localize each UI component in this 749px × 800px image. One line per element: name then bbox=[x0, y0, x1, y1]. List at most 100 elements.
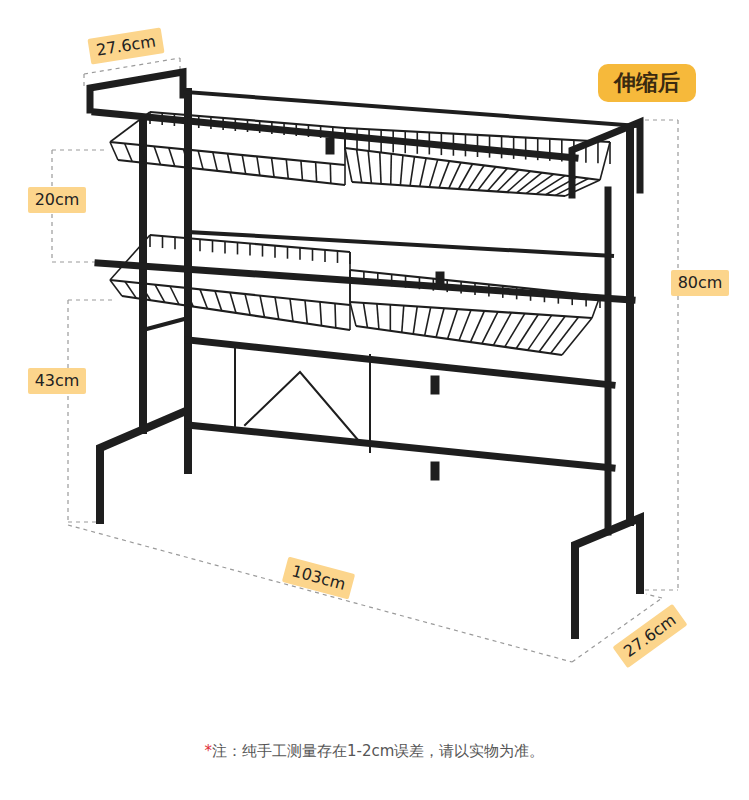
basket-wire bbox=[488, 168, 508, 191]
basket-wire bbox=[213, 152, 218, 171]
basket-wire bbox=[482, 312, 498, 344]
basket-wire bbox=[357, 149, 362, 182]
basket-wire bbox=[260, 296, 265, 318]
basket-wire bbox=[301, 161, 303, 181]
basket-wire bbox=[413, 306, 417, 334]
basket-wire bbox=[585, 141, 587, 163]
basket-wire bbox=[169, 148, 175, 167]
basket-wire bbox=[477, 135, 479, 157]
basket-wire bbox=[344, 128, 346, 150]
basket-wire bbox=[497, 170, 519, 192]
basket-wire bbox=[356, 129, 358, 151]
basket-wire bbox=[526, 174, 553, 193]
basket-wire bbox=[516, 314, 538, 348]
basket-wire bbox=[330, 164, 332, 184]
basket-wire bbox=[210, 117, 212, 129]
basket-wire bbox=[235, 119, 237, 131]
basket-wire bbox=[287, 247, 289, 259]
basket-wire bbox=[453, 134, 455, 156]
basket-wire bbox=[505, 314, 525, 347]
basket-wire bbox=[377, 304, 379, 329]
basket-wire bbox=[402, 306, 404, 333]
basket-wire bbox=[449, 163, 461, 189]
basket-wire bbox=[245, 294, 250, 315]
basket-wire bbox=[174, 114, 176, 126]
basket-wire bbox=[516, 287, 518, 299]
basket-wire bbox=[149, 112, 151, 124]
basket-wire bbox=[528, 315, 552, 350]
basket-wire bbox=[530, 289, 532, 301]
basket-wire bbox=[324, 250, 326, 262]
basket-wire bbox=[230, 293, 236, 314]
basket-wire bbox=[429, 132, 431, 154]
basket-wire bbox=[198, 151, 203, 170]
basket-wire bbox=[224, 241, 226, 253]
basket-wire bbox=[320, 126, 322, 138]
basket-wire bbox=[391, 274, 393, 286]
basket-wire bbox=[262, 245, 264, 257]
basket-wire bbox=[125, 143, 133, 161]
basket-wire bbox=[507, 171, 531, 192]
basket-wire bbox=[459, 310, 471, 341]
basket-wire bbox=[420, 158, 426, 186]
basket-wire bbox=[110, 235, 150, 280]
basket-wire bbox=[155, 285, 165, 303]
basket-wire bbox=[489, 136, 491, 158]
basket-wire bbox=[295, 124, 297, 136]
basket-wire bbox=[350, 270, 600, 296]
basket-wire bbox=[460, 282, 462, 294]
basket-wire bbox=[390, 305, 392, 331]
basket-wire bbox=[429, 160, 437, 187]
basket-wire bbox=[537, 138, 539, 160]
basket-wire bbox=[185, 288, 193, 307]
basket-wire bbox=[305, 300, 307, 323]
dimension-tag: 80cm bbox=[671, 270, 730, 296]
basket-wire bbox=[274, 246, 276, 258]
basket-wire bbox=[380, 130, 382, 152]
basket-wire bbox=[212, 240, 214, 252]
basket-wire bbox=[609, 142, 611, 164]
dimension-tag: 43cm bbox=[28, 368, 87, 394]
basket-wire bbox=[154, 146, 161, 164]
basket-wire bbox=[416, 132, 418, 154]
basket-wire bbox=[488, 284, 490, 296]
dimension-tag: 27.6cm bbox=[87, 27, 164, 64]
basket-wire bbox=[446, 280, 448, 292]
basket-wire bbox=[525, 138, 527, 160]
dimension-tag: 20cm bbox=[28, 187, 87, 213]
basket-wire bbox=[110, 142, 118, 160]
basket-wire bbox=[125, 282, 136, 299]
basket-wire bbox=[400, 155, 403, 185]
basket-wire bbox=[183, 149, 189, 168]
basket-wire bbox=[237, 242, 239, 254]
basket-wire bbox=[200, 289, 208, 308]
basket-wire bbox=[228, 154, 232, 173]
basket-wire bbox=[187, 238, 189, 250]
basket-wire bbox=[149, 235, 151, 247]
basket-wire bbox=[561, 139, 563, 161]
basket-wire bbox=[272, 158, 275, 177]
basket-wire bbox=[363, 271, 365, 283]
basket-wire bbox=[585, 295, 587, 307]
basket-wire bbox=[558, 292, 560, 304]
footnote: * bbox=[205, 742, 213, 760]
basket-wire bbox=[405, 276, 407, 288]
basket-wire bbox=[271, 122, 273, 134]
basket-wire bbox=[349, 270, 351, 302]
basket-wire bbox=[474, 283, 476, 295]
basket-wire bbox=[539, 316, 565, 352]
basket-wire bbox=[198, 116, 200, 128]
basket-wire bbox=[470, 311, 484, 342]
basket-wire bbox=[110, 280, 122, 296]
basket-wire bbox=[410, 157, 414, 186]
basket-wire bbox=[368, 151, 371, 183]
basket-wire bbox=[290, 299, 293, 322]
basket-wire bbox=[433, 279, 435, 291]
basket-wire bbox=[465, 134, 467, 156]
basket-wire bbox=[286, 159, 288, 179]
basket-wire bbox=[174, 237, 176, 249]
basket-wire bbox=[549, 139, 551, 161]
basket-wire bbox=[513, 137, 515, 159]
basket-wire bbox=[140, 283, 151, 300]
basket-wire bbox=[222, 118, 224, 130]
